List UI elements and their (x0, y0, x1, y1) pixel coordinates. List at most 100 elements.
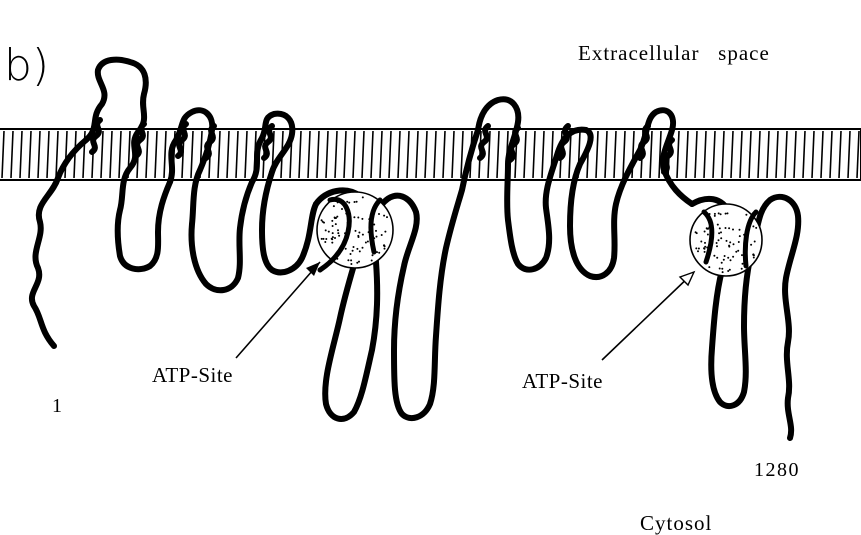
stipple-dot (361, 218, 363, 220)
membrane-hatch-line (146, 131, 148, 178)
membrane-hatch-line (227, 131, 229, 178)
atp-site-left-label: ATP-Site (152, 363, 233, 387)
extracellular-loop-3 (252, 114, 316, 273)
membrane-hatch-line (164, 131, 166, 178)
stipple-dot (718, 232, 720, 234)
stipple-dot (728, 227, 730, 229)
stipple-dot (714, 215, 716, 217)
stipple-dot (725, 213, 727, 215)
stipple-dot (730, 259, 732, 261)
stipple-dot (720, 213, 722, 215)
membrane-hatch-line (344, 131, 346, 178)
membrane-hatch-line (245, 131, 247, 178)
stipple-dot (375, 230, 377, 232)
stipple-dot (727, 270, 729, 272)
stipple-dot (331, 220, 333, 222)
stipple-dot (348, 202, 350, 204)
membrane-hatch-line (722, 131, 724, 178)
membrane-hatch-line (749, 131, 751, 178)
stipple-dot (381, 234, 383, 236)
membrane-hatch-line (425, 131, 427, 178)
stipple-dot (725, 227, 727, 229)
membrane-hatch-line (821, 131, 823, 178)
membrane-hatch-line (155, 131, 157, 178)
stipple-dot (719, 227, 721, 229)
membrane-hatch-line (704, 131, 706, 178)
stipple-dot (753, 257, 755, 259)
stipple-dot (334, 237, 336, 239)
stipple-dot (755, 227, 757, 229)
stipple-dot (707, 234, 709, 236)
stipple-dot (355, 230, 357, 232)
membrane-hatch-line (461, 131, 463, 178)
membrane-hatch-line (56, 131, 58, 178)
n-terminal-tail (32, 140, 86, 346)
membrane-hatch-line (407, 131, 409, 178)
stipple-dot (323, 238, 325, 240)
stipple-dot (367, 241, 369, 243)
stipple-dot (357, 217, 359, 219)
membrane-hatch-line (38, 131, 40, 178)
stipple-dot (378, 252, 380, 254)
membrane-hatch-line (659, 131, 661, 178)
stipple-dot (321, 238, 323, 240)
membrane-hatch-line (398, 131, 400, 178)
stipple-dot (362, 234, 364, 236)
membrane-hatch-line (830, 131, 832, 178)
membrane-hatch-line (524, 131, 526, 178)
stipple-dot (728, 245, 730, 247)
stipple-dot (359, 250, 361, 252)
stipple-dot (727, 257, 729, 259)
stipple-dot (697, 250, 699, 252)
stipple-dot (720, 231, 722, 233)
stipple-dot (331, 242, 333, 244)
stipple-dot (704, 242, 706, 244)
stipple-dot (741, 268, 743, 270)
membrane-hatch-line (47, 131, 49, 178)
stipple-dot (356, 248, 358, 250)
membrane-hatch-line (119, 131, 121, 178)
stipple-dot (345, 248, 347, 250)
stipple-dot (714, 213, 716, 215)
stipple-dot (356, 262, 358, 264)
membrane-hatch-line (794, 131, 796, 178)
stipple-dot (331, 238, 333, 240)
membrane-hatch-line (20, 131, 22, 178)
stipple-dot (739, 235, 741, 237)
stipple-dot (332, 236, 334, 238)
membrane-hatch-line (839, 131, 841, 178)
membrane-hatch-line (452, 131, 454, 178)
stipple-dot (722, 271, 724, 273)
membrane-hatch-line (326, 131, 328, 178)
stipple-dot (719, 268, 721, 270)
membrane-hatch-line (317, 131, 319, 178)
stipple-dot (324, 241, 326, 243)
stipple-dot (708, 266, 710, 268)
stipple-dot (704, 246, 706, 248)
stipple-dot (739, 229, 741, 231)
stipple-dot (353, 246, 355, 248)
membrane-hatch-line (191, 131, 193, 178)
extracellular-loop-5 (570, 110, 692, 277)
stipple-dot (726, 240, 728, 242)
membrane-hatch-line (812, 131, 814, 178)
stipple-dot (353, 216, 355, 218)
stipple-dot (750, 244, 752, 246)
membrane-hatch-line (650, 131, 652, 178)
stipple-dot (704, 251, 706, 253)
stipple-dot (704, 248, 706, 250)
stipple-dot (325, 229, 327, 231)
stipple-dot (362, 196, 364, 198)
stipple-dot (729, 269, 731, 271)
stipple-dot (752, 225, 754, 227)
panel-label: b) (4, 40, 49, 91)
stipple-dot (754, 241, 756, 243)
stipple-dot (383, 244, 385, 246)
stipple-dot (376, 236, 378, 238)
stipple-dot (332, 225, 334, 227)
membrane-hatch-line (2, 131, 4, 178)
membrane-hatch-line (758, 131, 760, 178)
membrane-hatch-line (632, 131, 634, 178)
membrane-hatch-line (308, 131, 310, 178)
stipple-dot (335, 223, 337, 225)
